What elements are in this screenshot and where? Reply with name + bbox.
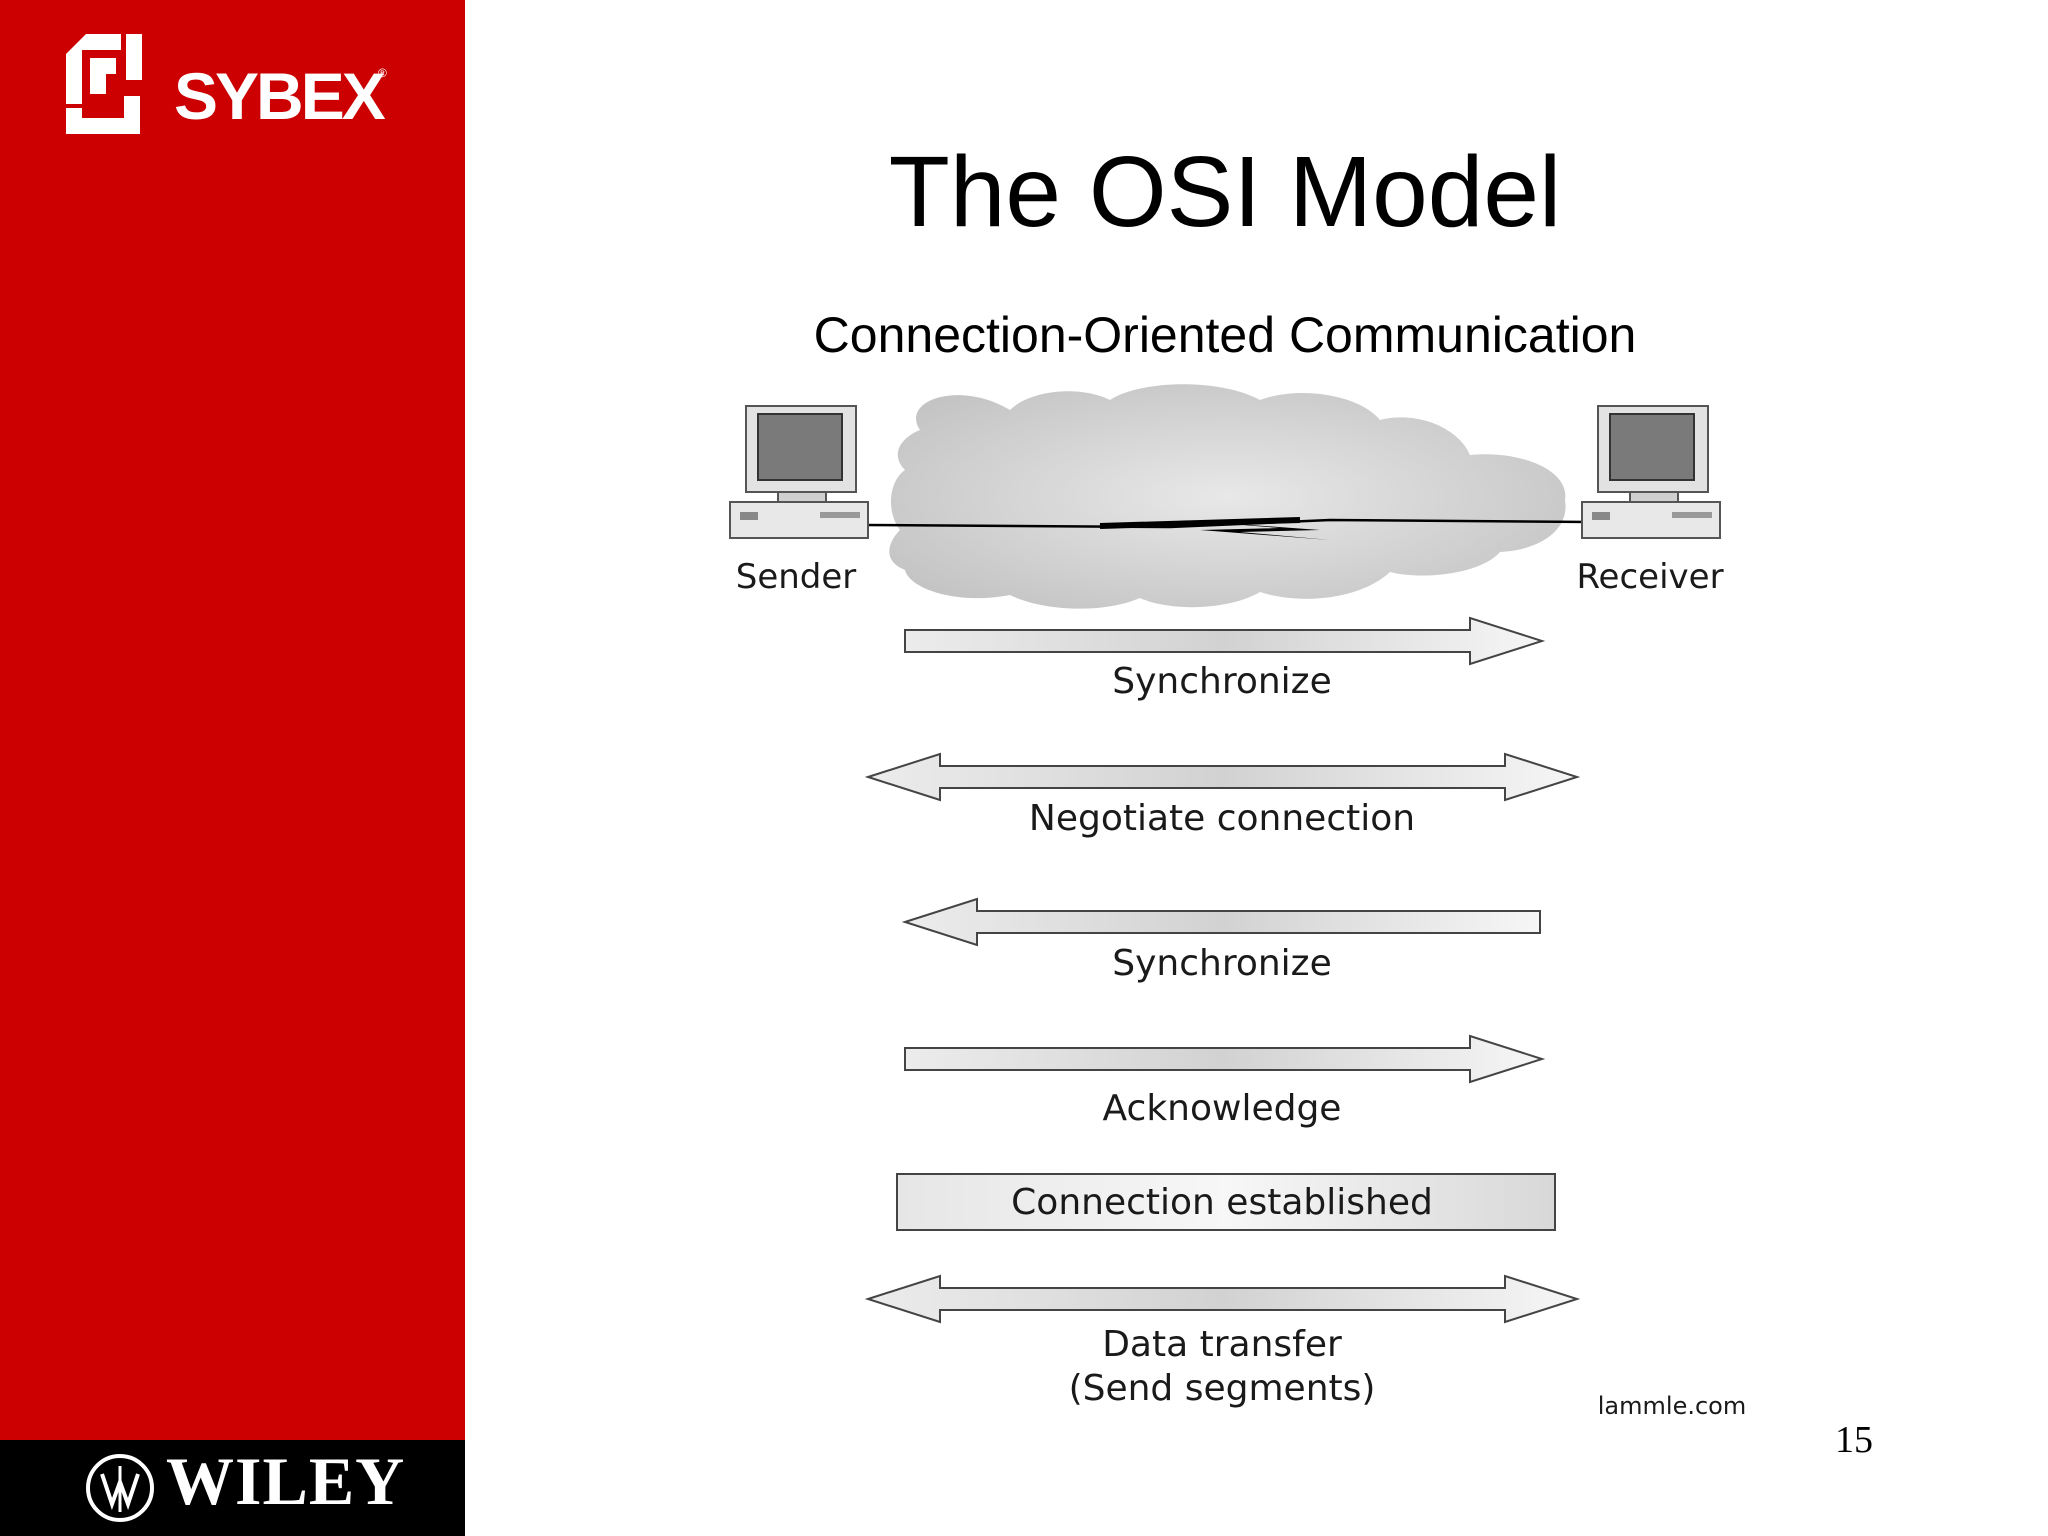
sybex-emblem-icon <box>66 34 142 134</box>
acknowledge-right-arrow <box>904 1034 1546 1084</box>
sybex-logo: SYBEX ® <box>66 34 406 134</box>
credit-label: lammle.com <box>1598 1392 1746 1420</box>
step-label-connection-established: Connection established <box>1011 1182 1433 1223</box>
slide-title: The OSI Model <box>888 136 1562 248</box>
sender-label: Sender <box>736 557 857 597</box>
receiver-label: Receiver <box>1576 557 1723 597</box>
step-label-synchronize-1: Synchronize <box>1112 661 1331 702</box>
step-label-acknowledge: Acknowledge <box>1103 1088 1342 1129</box>
wiley-wordmark: WILEY <box>166 1443 406 1519</box>
sybex-wordmark: SYBEX <box>174 59 386 133</box>
negotiate-double-arrow <box>864 752 1581 802</box>
step-label-negotiate-connection: Negotiate connection <box>1029 798 1415 839</box>
receiver-computer-icon <box>1581 405 1721 539</box>
step-label-data-transfer: Data transfer <box>1102 1324 1342 1365</box>
page-number: 15 <box>1835 1419 1873 1461</box>
wiley-seal-icon <box>86 1454 154 1522</box>
sidebar-footer: WILEY <box>0 1440 465 1536</box>
registered-mark-icon: ® <box>378 66 387 80</box>
synchronize-right-arrow <box>904 616 1546 666</box>
slide-subtitle: Connection-Oriented Communication <box>813 307 1637 363</box>
sidebar: SYBEX ® WILEY <box>0 0 465 1536</box>
sender-computer-icon <box>729 405 869 539</box>
data-transfer-double-arrow <box>864 1274 1581 1324</box>
wiley-logo: WILEY <box>84 1443 404 1528</box>
network-link-line <box>861 517 1591 540</box>
step-label-synchronize-2: Synchronize <box>1112 943 1331 984</box>
synchronize-left-arrow <box>901 897 1541 947</box>
network-cloud-icon <box>889 384 1566 609</box>
connection-established-box <box>896 1173 1556 1231</box>
step-label-send-segments: (Send segments) <box>1069 1368 1376 1409</box>
